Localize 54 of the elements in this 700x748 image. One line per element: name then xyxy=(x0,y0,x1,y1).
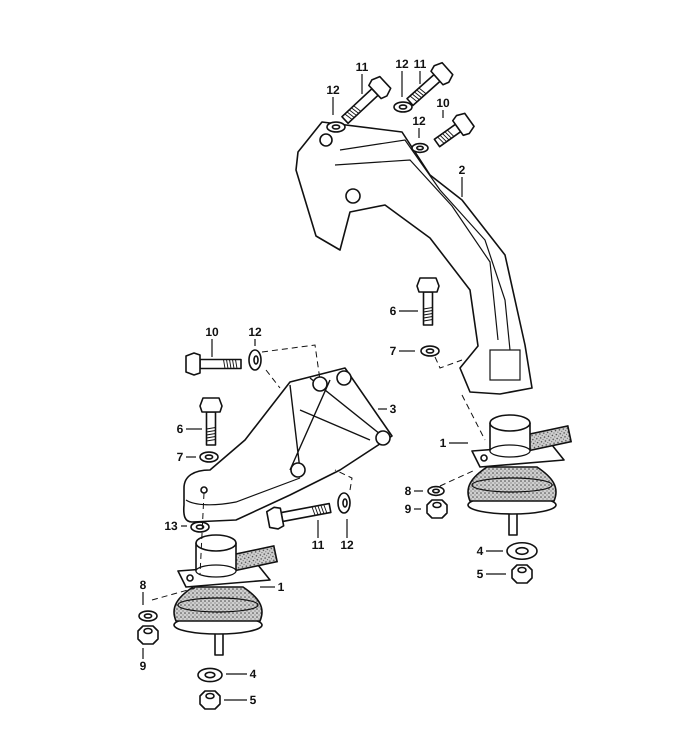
callout-number: 13 xyxy=(161,519,181,533)
callout-number: 11 xyxy=(308,538,328,552)
callout-number: 12 xyxy=(323,83,343,97)
callout-number: 7 xyxy=(387,344,399,358)
callout-number: 10 xyxy=(433,96,453,110)
leader-line xyxy=(254,339,256,346)
callout-number: 8 xyxy=(402,484,414,498)
leader-line xyxy=(401,71,403,97)
leader-line xyxy=(442,110,444,118)
leader-line xyxy=(419,71,421,84)
leader-line xyxy=(378,408,387,410)
leader-line xyxy=(486,550,503,552)
callout-number: 1 xyxy=(275,580,287,594)
leader-line xyxy=(418,128,420,138)
leader-line xyxy=(142,648,144,659)
callout-number: 9 xyxy=(137,659,149,673)
callout-number: 1 xyxy=(437,436,449,450)
callout-number: 5 xyxy=(247,693,259,707)
leader-line xyxy=(332,97,334,115)
callout-number: 10 xyxy=(202,325,222,339)
callout-number: 12 xyxy=(409,114,429,128)
leader-line xyxy=(211,339,213,357)
callout-number: 3 xyxy=(387,402,399,416)
leader-line xyxy=(399,350,415,352)
leader-line xyxy=(346,519,348,538)
callout-number: 12 xyxy=(392,57,412,71)
leader-line xyxy=(399,310,418,312)
leader-line xyxy=(260,586,275,588)
callout-number: 6 xyxy=(174,422,186,436)
leader-line xyxy=(461,177,463,197)
callout-number: 4 xyxy=(474,544,486,558)
leader-line xyxy=(486,573,506,575)
callout-number: 6 xyxy=(387,304,399,318)
leader-line xyxy=(414,508,421,510)
callout-number: 11 xyxy=(352,60,372,74)
leader-line xyxy=(449,442,468,444)
callout-number: 8 xyxy=(137,578,149,592)
callout-number: 11 xyxy=(410,57,430,71)
callout-number: 5 xyxy=(474,567,486,581)
leader-line xyxy=(224,699,247,701)
leader-line xyxy=(181,525,187,527)
callout-number: 12 xyxy=(337,538,357,552)
leader-line xyxy=(226,673,247,675)
callout-number: 12 xyxy=(245,325,265,339)
callout-number: 9 xyxy=(402,502,414,516)
leader-line xyxy=(186,428,202,430)
leader-line xyxy=(361,74,363,94)
callout-number: 4 xyxy=(247,667,259,681)
callout-number: 2 xyxy=(456,163,468,177)
leader-line xyxy=(414,490,423,492)
leader-line xyxy=(186,456,196,458)
callout-number: 7 xyxy=(174,450,186,464)
leader-line xyxy=(317,520,319,538)
leader-line xyxy=(142,592,144,605)
